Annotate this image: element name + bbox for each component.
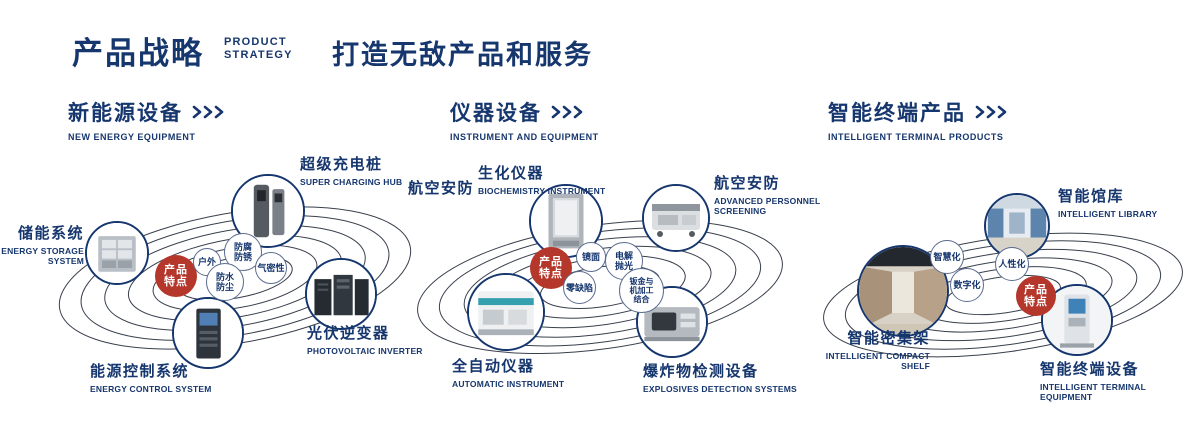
product-name-en: PHOTOVOLTAIC INVERTER — [307, 346, 423, 356]
product-label-biochemistry-instrument: 生化仪器 BIOCHEMISTRY INSTRUMENT — [478, 162, 605, 196]
product-name-en: ADVANCED PERSONNEL SCREENING — [714, 196, 821, 216]
feature-bubble-sheetmetal-machining: 钣金与 机加工 结合 — [619, 268, 664, 313]
product-label-compact-shelf: 智能密集架 INTELLIGENT COMPACT SHELF — [822, 327, 930, 371]
badge-line2: 特点 — [164, 276, 188, 288]
section-title: 仪器设备 — [450, 97, 587, 127]
product-name-en: INTELLIGENT LIBRARY — [1058, 209, 1158, 219]
product-name-en: ENERGY CONTROL SYSTEM — [90, 384, 212, 394]
feature-text: 数字化 — [953, 280, 981, 290]
product-image-automatic-instrument — [467, 273, 545, 351]
product-features-badge: 产品 特点 — [1016, 276, 1056, 316]
badge-line1: 产品 — [539, 255, 563, 268]
section-title: 新能源设备 — [68, 97, 228, 127]
product-image-energy-control — [172, 297, 244, 369]
badge-line2: 特点 — [1024, 296, 1048, 308]
product-label-personnel-screening: 航空安防 ADVANCED PERSONNEL SCREENING — [714, 172, 826, 216]
feature-text: 电解 — [614, 251, 633, 261]
section-title: 智能终端产品 — [828, 97, 1011, 127]
product-label-intelligent-library: 智能馆库 INTELLIGENT LIBRARY — [1058, 185, 1157, 219]
product-name-cn: 航空安防 — [714, 175, 781, 192]
product-image-personnel-screening — [642, 184, 710, 252]
side-label-aviation-security: 航空安防 — [408, 177, 474, 198]
product-name-en: AUTOMATIC INSTRUMENT — [452, 379, 565, 389]
product-image-energy-storage — [85, 221, 149, 285]
page-title-en: PRODUCT STRATEGY — [224, 36, 293, 62]
side-label-cn: 航空安防 — [408, 180, 475, 197]
product-name-cn: 生化仪器 — [478, 165, 545, 182]
product-label-terminal-equipment: 智能终端设备 INTELLIGENT TERMINAL EQUIPMENT — [1040, 358, 1200, 402]
product-name-cn: 超级充电桩 — [300, 156, 383, 173]
feature-bubble-airtight: 气密性 — [255, 252, 287, 284]
feature-bubble-mirror-finish: 镜面 — [576, 242, 606, 272]
section-title-cn: 智能终端产品 — [828, 102, 966, 125]
feature-bubble-zero-defect: 零缺陷 — [563, 271, 596, 304]
section-title-cn: 新能源设备 — [68, 102, 183, 125]
badge-line1: 产品 — [1024, 283, 1048, 296]
feature-text: 智慧化 — [933, 252, 961, 262]
slogan: 打造无敌产品和服务 — [332, 40, 593, 70]
feature-text: 户外 — [197, 257, 216, 267]
product-image-super-charging-hub — [231, 174, 305, 248]
triple-chevron-icon — [551, 105, 587, 119]
section-title-en: NEW ENERGY EQUIPMENT — [68, 132, 196, 142]
feature-text: 防尘 — [215, 282, 234, 292]
product-label-automatic-instrument: 全自动仪器 AUTOMATIC INSTRUMENT — [452, 355, 564, 389]
feature-text: 气密性 — [257, 263, 285, 273]
feature-text: 抛光 — [614, 261, 633, 271]
product-name-cn: 储能系统 — [17, 225, 84, 242]
page-title: 产品战略 — [72, 36, 204, 71]
section-header-instruments: 仪器设备 INSTRUMENT AND EQUIPMENT — [450, 97, 599, 142]
triple-chevron-icon — [975, 105, 1011, 119]
section-title-cn: 仪器设备 — [450, 102, 542, 125]
feature-text: 结合 — [633, 295, 650, 304]
feature-text: 人性化 — [998, 259, 1026, 269]
product-label-explosives-detection: 爆炸物检测设备 EXPLOSIVES DETECTION SYSTEMS — [643, 360, 797, 394]
product-name-cn: 智能终端设备 — [1040, 361, 1140, 378]
product-image-terminal-equipment — [1041, 284, 1113, 356]
feature-bubble-humanized: 人性化 — [995, 247, 1029, 281]
page-title-en-line2: STRATEGY — [224, 49, 293, 61]
product-name-cn: 爆炸物检测设备 — [643, 363, 759, 380]
feature-bubble-waterproof: 防水 防尘 — [206, 263, 244, 301]
product-name-en: INTELLIGENT TERMINAL EQUIPMENT — [1040, 382, 1146, 402]
product-features-badge: 产品 特点 — [155, 255, 197, 297]
section-title-en: INTELLIGENT TERMINAL PRODUCTS — [828, 132, 1004, 142]
product-name-cn: 全自动仪器 — [452, 358, 535, 375]
product-name-en: ENERGY STORAGE SYSTEM — [1, 246, 84, 266]
product-image-photovoltaic-inverter — [305, 258, 377, 330]
feature-text: 机加工 — [629, 286, 654, 295]
section-header-intelligent-terminals: 智能终端产品 INTELLIGENT TERMINAL PRODUCTS — [828, 97, 1011, 142]
product-name-cn: 智能馆库 — [1058, 188, 1125, 205]
product-name-cn: 能源控制系统 — [90, 363, 190, 380]
feature-text: 防腐 — [233, 242, 252, 252]
product-label-energy-storage: 储能系统 ENERGY STORAGE SYSTEM — [0, 222, 84, 266]
section-title-en: INSTRUMENT AND EQUIPMENT — [450, 132, 599, 142]
product-name-en: BIOCHEMISTRY INSTRUMENT — [478, 186, 606, 196]
product-name-en: INTELLIGENT COMPACT SHELF — [825, 351, 930, 371]
badge-line2: 特点 — [539, 268, 563, 280]
product-name-en: EXPLOSIVES DETECTION SYSTEMS — [643, 384, 797, 394]
product-label-energy-control: 能源控制系统 ENERGY CONTROL SYSTEM — [90, 360, 212, 394]
page-title-en-line1: PRODUCT — [224, 36, 287, 48]
product-label-photovoltaic-inverter: 光伏逆变器 PHOTOVOLTAIC INVERTER — [307, 322, 423, 356]
product-label-super-charging-hub: 超级充电桩 SUPER CHARGING HUB — [300, 153, 402, 187]
product-name-cn: 智能密集架 — [847, 330, 930, 347]
feature-text: 零缺陷 — [565, 282, 593, 293]
feature-bubble-digitalized: 数字化 — [950, 268, 984, 302]
product-image-explosives-detection — [636, 286, 708, 358]
feature-text: 镜面 — [581, 252, 600, 262]
feature-text: 防水 — [215, 272, 234, 282]
triple-chevron-icon — [192, 105, 228, 119]
product-name-en: SUPER CHARGING HUB — [300, 177, 403, 187]
product-name-cn: 光伏逆变器 — [307, 325, 390, 342]
section-header-new-energy: 新能源设备 NEW ENERGY EQUIPMENT — [68, 97, 228, 142]
badge-line1: 产品 — [164, 263, 188, 276]
feature-text: 钣金与 — [629, 277, 654, 286]
feature-bubble-intelligent: 智慧化 — [930, 240, 964, 274]
feature-text: 防锈 — [233, 252, 252, 262]
